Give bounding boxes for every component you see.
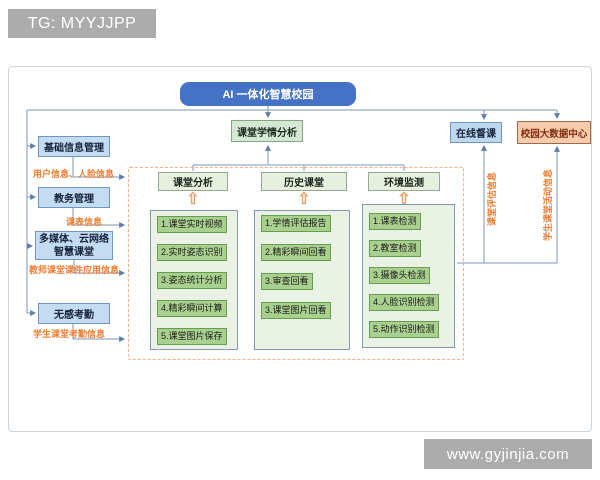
hub-node-class-analysis: 课堂学情分析 (231, 120, 303, 142)
list-item: 5.课堂图片保存 (157, 328, 227, 345)
flow-label-timetable-info: 课表信息 (66, 217, 103, 227)
list-item: 2.实时姿态识别 (157, 244, 227, 261)
flow-label-user-face-info: 用户信息、人脸信息 (33, 169, 115, 179)
list-item: 3.姿态统计分析 (157, 272, 227, 289)
list-item: 2.教室检测 (369, 240, 421, 257)
up-block-arrow-icon: ⇧ (397, 191, 411, 208)
flow-label-student-activity-info: 学生课堂活动信息 (543, 169, 553, 242)
flow-label-attendance-info: 学生课堂考勤信息 (33, 329, 106, 339)
list-item: 3.审查回看 (261, 273, 313, 290)
flow-label-courseware-usage-info: 教师课堂课件应用信息 (29, 265, 120, 275)
left-module-basic-info: 基础信息管理 (38, 136, 110, 157)
column-header-history-class: 历史课堂 (261, 172, 347, 191)
column-container-class-analysis: 1.课堂实时视频 2.实时姿态识别 3.姿态统计分析 4.精彩瞬间计算 5.课堂… (150, 210, 238, 350)
root-node-ai-smart-campus: AI 一体化智慧校园 (180, 82, 356, 106)
watermark-top: TG: MYYJJPP (8, 9, 156, 38)
column-header-class-analysis: 课堂分析 (158, 172, 228, 191)
list-item: 4.精彩瞬间计算 (157, 300, 227, 317)
list-item: 1.课表检测 (369, 213, 421, 230)
left-module-multimedia-cloud-classroom: 多媒体、云网络智慧课堂 (35, 231, 113, 260)
up-block-arrow-icon: ⇧ (186, 191, 200, 208)
list-item: 3.课堂图片回看 (261, 302, 331, 319)
column-header-environment-monitor: 环境监测 (368, 172, 440, 191)
flow-label-class-evaluation-info: 课堂评估信息 (487, 172, 497, 227)
column-container-history-class: 1.学情评估报告 2.精彩瞬间回看 3.审查回看 3.课堂图片回看 (254, 210, 350, 350)
function-panel-dashed-border (128, 167, 464, 360)
list-item: 1.学情评估报告 (261, 215, 331, 232)
list-item: 5.动作识别检测 (369, 321, 439, 338)
right-module-campus-big-data-center: 校园大数据中心 (517, 121, 591, 144)
list-item: 1.课堂实时视频 (157, 216, 227, 233)
list-item: 4.人脸识别检测 (369, 294, 439, 311)
up-block-arrow-icon: ⇧ (297, 191, 311, 208)
list-item: 3.摄像头检测 (369, 267, 430, 284)
watermark-bottom: www.gyjinjia.com (424, 439, 592, 469)
right-module-online-supervision: 在线督课 (450, 122, 502, 143)
list-item: 2.精彩瞬间回看 (261, 244, 331, 261)
left-module-attendance: 无感考勤 (38, 303, 110, 324)
column-container-environment-monitor: 1.课表检测 2.教室检测 3.摄像头检测 4.人脸识别检测 5.动作识别检测 (362, 204, 455, 348)
left-module-academic-admin: 教务管理 (38, 187, 110, 208)
